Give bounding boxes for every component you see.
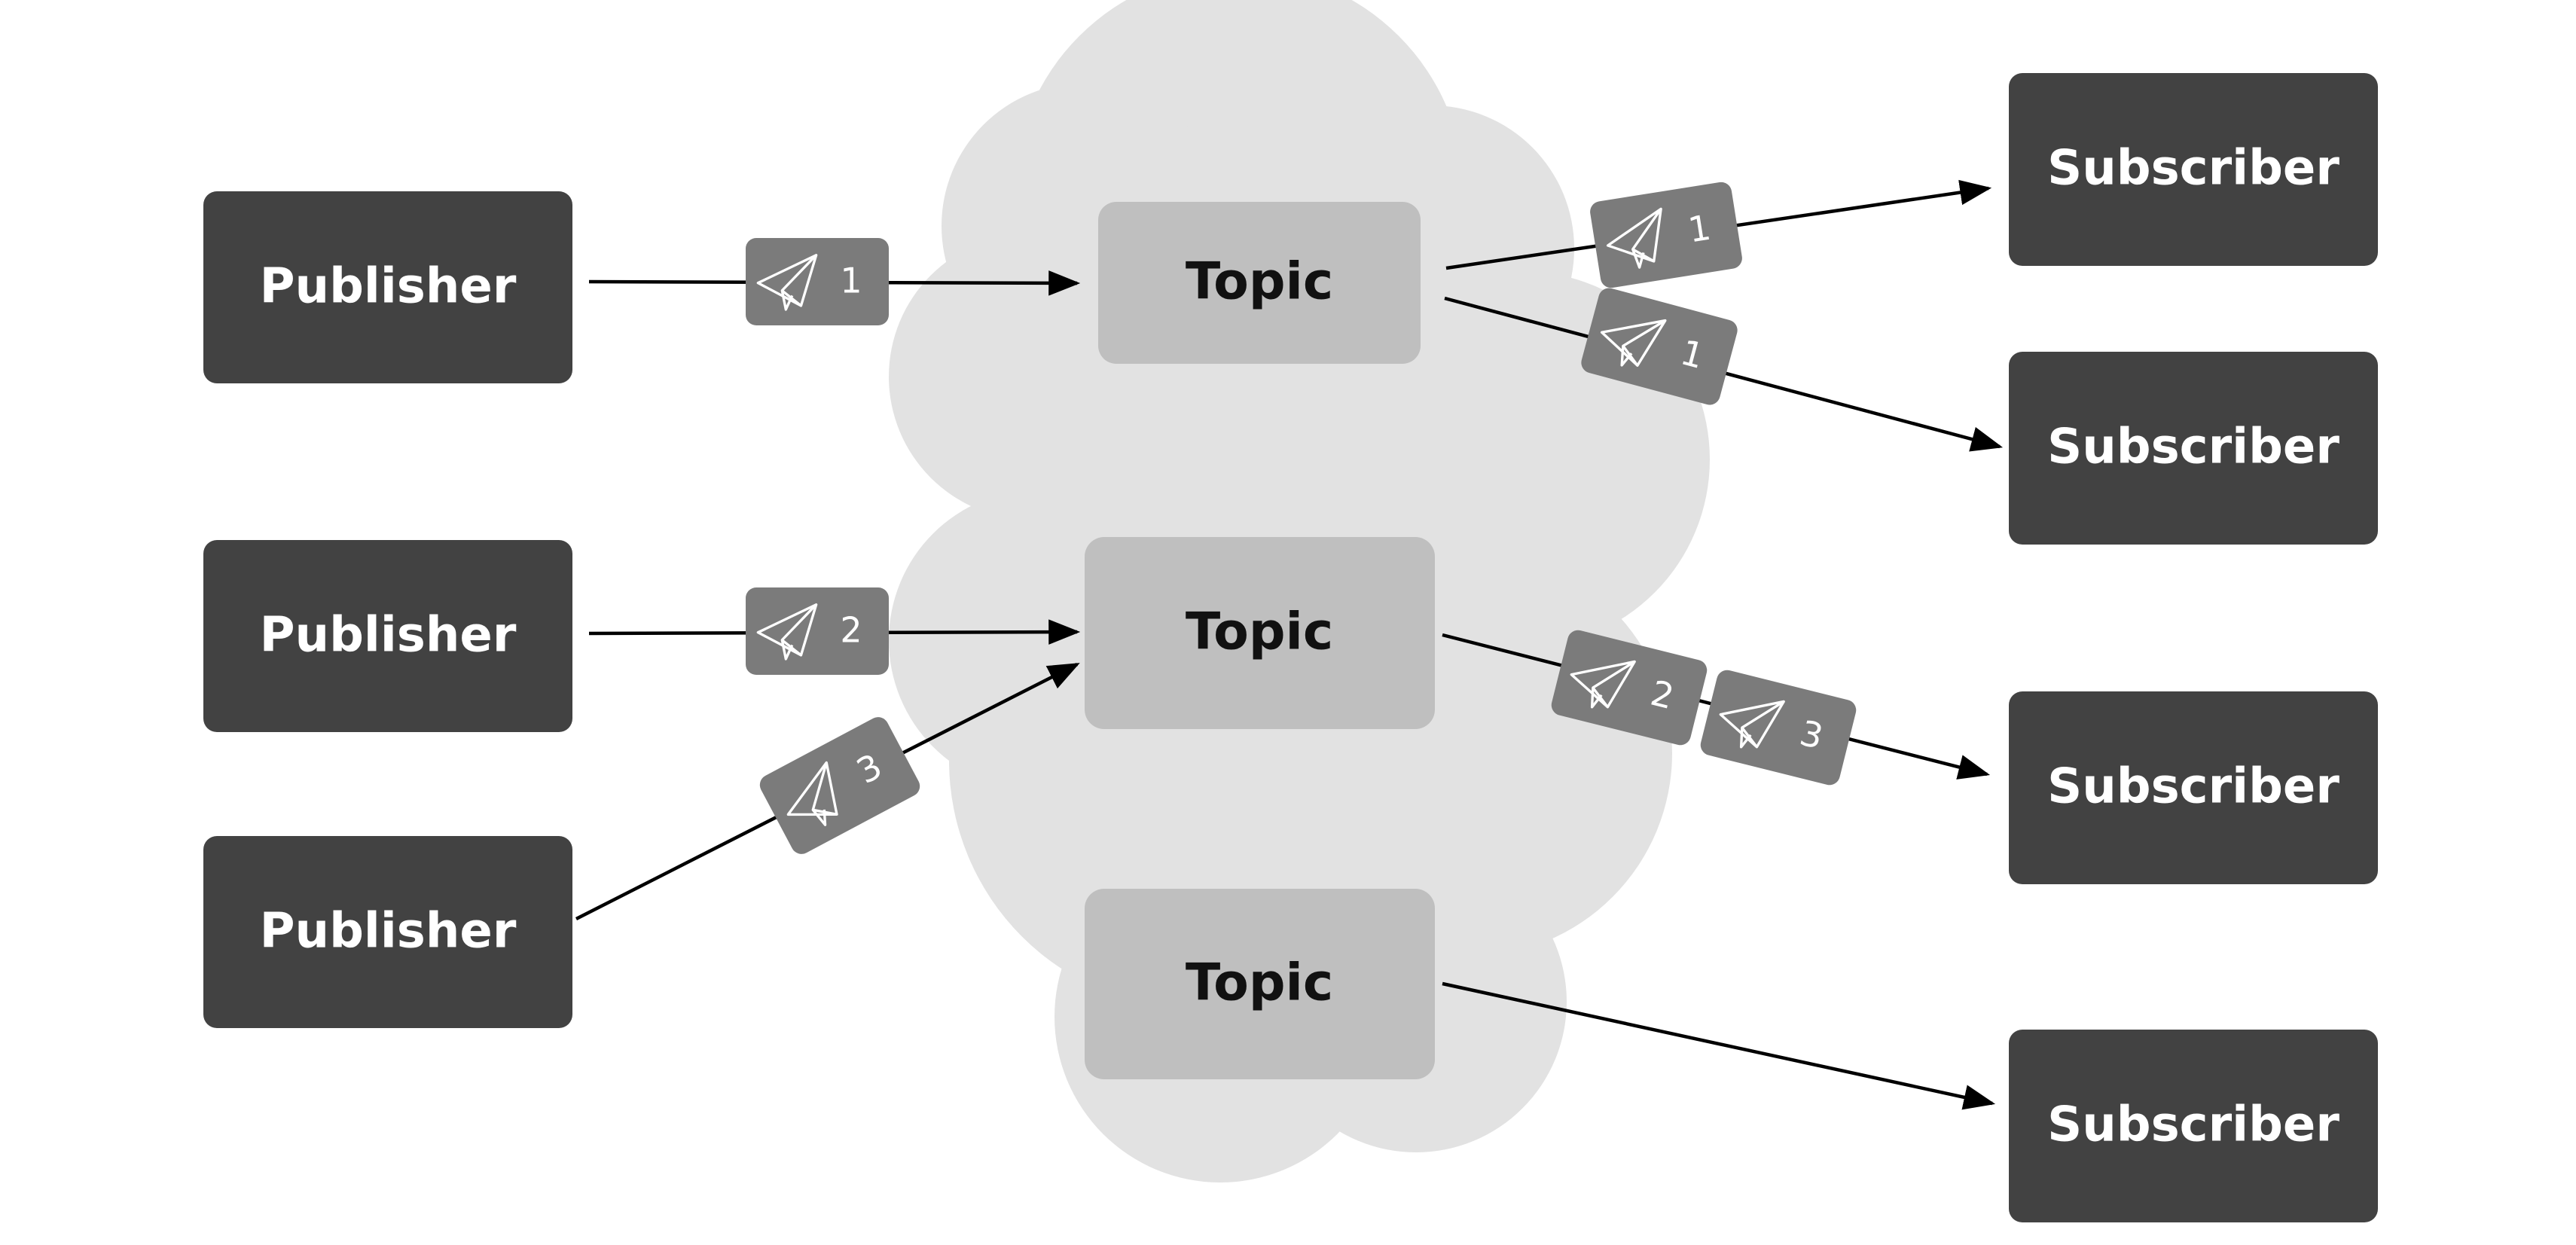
- message-tag: 3: [759, 717, 920, 854]
- publisher-node: Publisher: [203, 540, 572, 732]
- topic-label: Topic: [1186, 603, 1333, 662]
- topic-node: Topic: [1098, 202, 1421, 364]
- message-number: 2: [840, 610, 862, 651]
- subscriber-node: Subscriber: [2009, 352, 2378, 545]
- message-number: 1: [840, 261, 862, 301]
- subscriber-node: Subscriber: [2009, 691, 2378, 884]
- message-tag: 1: [1581, 288, 1738, 405]
- topic-label: Topic: [1186, 252, 1333, 312]
- subscriber-label: Subscriber: [2047, 420, 2339, 475]
- message-tag: 3: [1700, 670, 1857, 786]
- subscriber-node: Subscriber: [2009, 1030, 2378, 1222]
- message-tag: 1: [746, 238, 889, 325]
- topic-label: Topic: [1186, 954, 1333, 1013]
- subscriber-label: Subscriber: [2047, 141, 2339, 197]
- publisher-node: Publisher: [203, 836, 572, 1028]
- message-tag: 1: [1590, 182, 1742, 288]
- publisher-label: Publisher: [260, 608, 517, 664]
- publisher-label: Publisher: [260, 259, 517, 315]
- subscriber-label: Subscriber: [2047, 1097, 2339, 1153]
- subscriber-label: Subscriber: [2047, 759, 2339, 815]
- topic-node: Topic: [1085, 537, 1435, 729]
- publisher-label: Publisher: [260, 904, 517, 960]
- message-tag: 2: [746, 587, 889, 675]
- topic-node: Topic: [1085, 889, 1435, 1079]
- message-tag: 2: [1551, 630, 1708, 746]
- publisher-node: Publisher: [203, 191, 572, 383]
- arrow-topic3-subscriber4: [1442, 981, 1996, 1110]
- subscriber-node: Subscriber: [2009, 73, 2378, 266]
